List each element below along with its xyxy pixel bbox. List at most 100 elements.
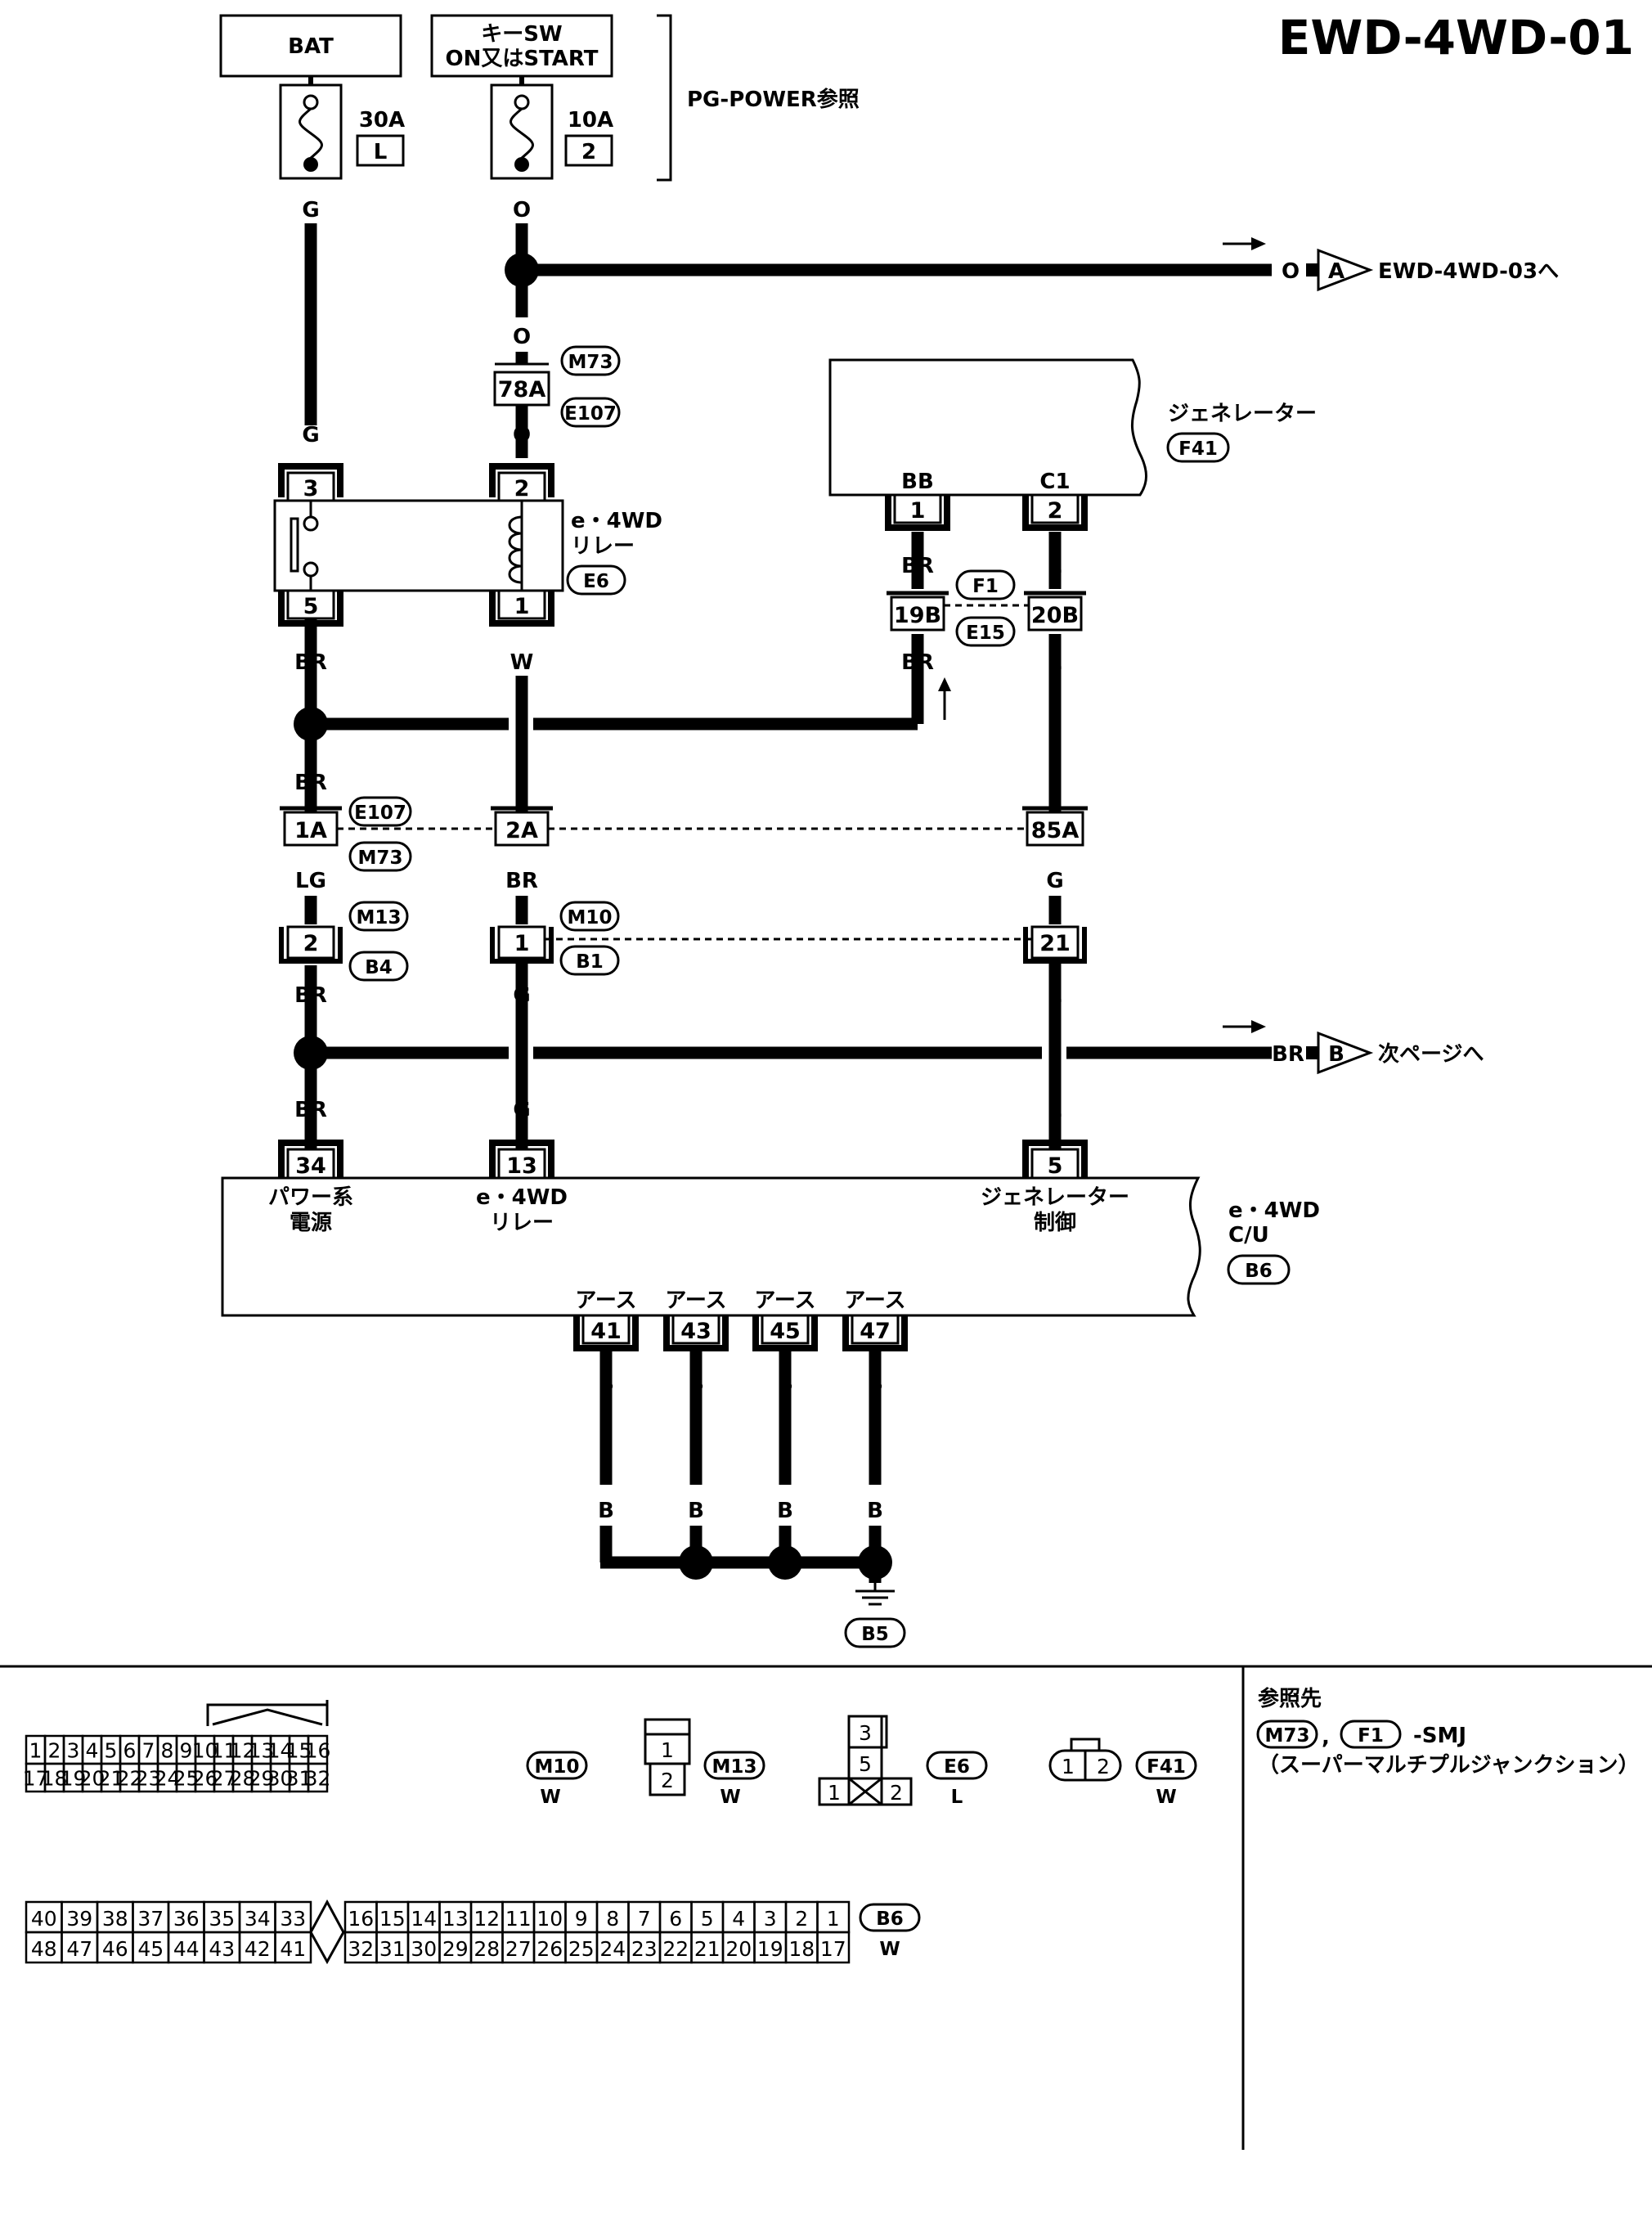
e6-connector-face: 3 5 1 2: [818, 1715, 913, 1806]
b6-key-icon: [309, 1899, 345, 1965]
b6-right-pin-number: 8: [606, 1907, 619, 1931]
offpage-a-target: EWD-4WD-03へ: [1378, 259, 1559, 284]
fuse-10a-rating: 10A: [568, 108, 613, 133]
b6-left-pin-number: 47: [66, 1937, 92, 1961]
reference-suffix: -SMJ: [1413, 1724, 1466, 1748]
cu-pin34-sub: 電源: [290, 1211, 332, 1235]
b6-left-pin-number: 36: [173, 1907, 200, 1931]
bat-label: BAT: [288, 34, 334, 59]
b6-right-pin-number: 9: [575, 1907, 588, 1931]
b6-right-pin-number: 22: [662, 1937, 689, 1961]
svg-text:F1: F1: [972, 576, 999, 597]
svg-text:G: G: [513, 1098, 530, 1122]
svg-text:2: 2: [661, 1769, 674, 1792]
svg-text:M13: M13: [357, 907, 402, 928]
svg-text:B: B: [688, 1499, 704, 1523]
svg-text:B: B: [598, 1372, 614, 1396]
svg-text:47: 47: [860, 1319, 891, 1344]
b6-left-pin-number: 37: [137, 1907, 164, 1931]
m10-pin-number: 7: [142, 1739, 155, 1763]
svg-text:B: B: [598, 1499, 614, 1523]
svg-text:W: W: [510, 650, 534, 675]
svg-text:78A: 78A: [498, 377, 546, 402]
b6-right-pin-number: 30: [411, 1937, 437, 1961]
svg-text:2: 2: [1097, 1755, 1110, 1778]
key-sw-mode-label: ON又はSTART: [445, 47, 598, 71]
svg-text:M13: M13: [712, 1756, 757, 1778]
m10-pin-number: 16: [305, 1739, 331, 1763]
svg-text:L: L: [1048, 1098, 1062, 1122]
b6-right-pin-number: 3: [764, 1907, 777, 1931]
f41-connector-face: 1 2: [1048, 1738, 1122, 1782]
m10-pin-number: 4: [86, 1739, 99, 1763]
svg-text:2: 2: [1048, 498, 1063, 524]
pin-78a: 78A: [493, 362, 550, 407]
m10-pin-number: 5: [105, 1739, 118, 1763]
connector-m13-m10: 2 1 21 M13 B4 M10 B1: [279, 901, 1087, 982]
svg-text:E6: E6: [944, 1756, 970, 1778]
b6-right-pin-number: 28: [474, 1937, 500, 1961]
b6-right-pin-number: 1: [827, 1907, 840, 1931]
svg-text:O: O: [513, 198, 531, 223]
b6-right-pin-number: 2: [795, 1907, 808, 1931]
svg-text:B5: B5: [861, 1624, 889, 1645]
svg-text:F1: F1: [1358, 1725, 1384, 1747]
svg-text:2: 2: [303, 931, 319, 956]
svg-text:L: L: [1048, 650, 1062, 675]
svg-text:M73: M73: [568, 352, 613, 373]
bat-source: BAT: [219, 14, 402, 78]
svg-text:G: G: [1046, 869, 1063, 893]
key-sw-label: キーSW: [481, 22, 562, 47]
pg-power-reference: PG-POWER参照: [657, 14, 860, 182]
b6-right-pin-number: 4: [732, 1907, 745, 1931]
svg-text:1: 1: [514, 594, 530, 619]
generator-terminal-bb: BB: [901, 470, 934, 494]
svg-text:2A: 2A: [505, 818, 538, 843]
svg-text:L: L: [1048, 554, 1062, 578]
b6-left-pin-number: 41: [280, 1937, 306, 1961]
svg-text:F41: F41: [1147, 1756, 1186, 1778]
cu-pin13-label: e・4WD: [476, 1185, 568, 1210]
m10-pin-number: 9: [180, 1739, 193, 1763]
svg-text:G: G: [302, 423, 319, 447]
m10-pin-number: 8: [161, 1739, 174, 1763]
svg-text:W: W: [1156, 1787, 1176, 1808]
b6-left-pin-number: 43: [209, 1937, 235, 1961]
fuse-30a-id: L: [374, 140, 388, 164]
b6-right-pin-number: 10: [536, 1907, 563, 1931]
svg-text:アース: アース: [665, 1288, 726, 1313]
b6-right-pin-number: 5: [701, 1907, 714, 1931]
fuse-30a-rating: 30A: [359, 108, 405, 133]
b6-right-pin-number: 31: [379, 1937, 406, 1961]
svg-text:45: 45: [770, 1319, 801, 1344]
b6-right-pin-number: 21: [694, 1937, 721, 1961]
svg-text:B: B: [688, 1372, 704, 1396]
cu-type: C/U: [1228, 1223, 1269, 1248]
svg-text:5: 5: [303, 594, 319, 619]
b6-right-pin-number: 29: [442, 1937, 469, 1961]
svg-text:BR: BR: [294, 771, 327, 795]
b6-left-pin-number: 44: [173, 1937, 200, 1961]
svg-text:O: O: [1282, 259, 1300, 284]
connector-e107-m73: 1A 2A 85A E107 M73: [280, 796, 1088, 872]
b6-right-pin-number: 13: [442, 1907, 469, 1931]
svg-text:20B: 20B: [1031, 603, 1079, 628]
svg-text:L: L: [951, 1787, 963, 1808]
svg-text:BR: BR: [505, 869, 538, 893]
svg-text:B: B: [777, 1499, 793, 1523]
svg-text:O: O: [513, 423, 531, 447]
svg-text:B1: B1: [576, 951, 604, 973]
wire-color-labels: G O O O G BR W BR LG BR G BR G L BR G L …: [294, 198, 1064, 1523]
svg-text:LG: LG: [295, 869, 326, 893]
b6-left-pin-number: 33: [280, 1907, 306, 1931]
offpage-a-letter: A: [1328, 259, 1344, 284]
reference-section: 参照先 M73 , F1 -SMJ （スーパーマルチプルジャンクション）: [1256, 1686, 1639, 1778]
svg-text:W: W: [879, 1939, 900, 1960]
m10-cell: [307, 1762, 329, 1793]
generator-id: F41: [1178, 438, 1218, 460]
svg-text:アース: アース: [844, 1288, 905, 1313]
svg-text:BR: BR: [901, 554, 934, 578]
connector-f1-e15: 19B 20B F1 E15: [887, 569, 1086, 647]
b6-left-cell: [274, 1931, 312, 1964]
